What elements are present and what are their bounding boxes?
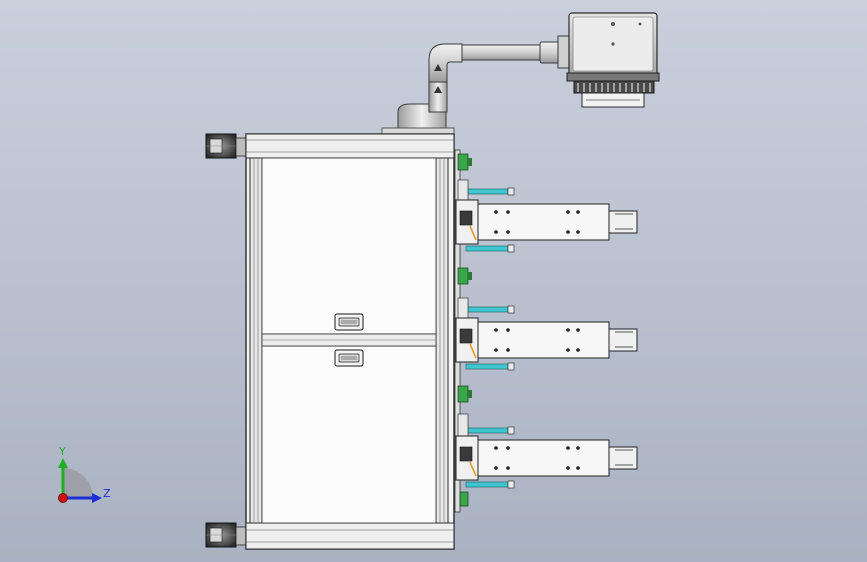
frame-right-post bbox=[435, 157, 449, 524]
piston-rod-end bbox=[608, 446, 638, 470]
frame-bottom-rail bbox=[245, 522, 455, 550]
arm-joint bbox=[539, 41, 561, 64]
upper-rod bbox=[465, 426, 515, 435]
arm-elbow bbox=[428, 43, 463, 83]
cylinder-module-3 bbox=[455, 385, 638, 507]
caster-bottom bbox=[205, 522, 249, 548]
cylinder-module-1 bbox=[455, 153, 638, 253]
bracket-block bbox=[457, 179, 469, 201]
arm-horizontal-tube bbox=[461, 44, 543, 61]
piston-rod-end bbox=[608, 210, 638, 234]
green-sensor bbox=[459, 491, 469, 507]
monitor-keypad bbox=[573, 80, 655, 94]
z-axis-label: Z bbox=[103, 487, 111, 500]
arrow-up-icon bbox=[434, 64, 442, 71]
door-handle-upper[interactable] bbox=[334, 313, 364, 331]
caster-top bbox=[205, 133, 249, 159]
upper-rod bbox=[465, 187, 515, 196]
cylinder-body bbox=[477, 203, 610, 241]
green-sensor bbox=[457, 267, 472, 285]
arrow-up-icon bbox=[434, 86, 442, 93]
monitor-bolt bbox=[611, 22, 615, 26]
monitor-bezel-bottom bbox=[566, 72, 660, 82]
cabinet-frame bbox=[245, 133, 455, 550]
monitor-bolt bbox=[638, 22, 642, 26]
bracket-block bbox=[457, 413, 469, 437]
lower-rod bbox=[465, 480, 515, 489]
bracket-block bbox=[457, 297, 469, 319]
hmi-arm bbox=[381, 35, 571, 135]
frame-left-post bbox=[249, 157, 263, 524]
arm-mount-bracket bbox=[557, 35, 571, 69]
y-axis-label: Y bbox=[58, 445, 66, 458]
z-axis-arrow-icon bbox=[92, 493, 102, 503]
monitor-bolt bbox=[611, 42, 615, 46]
piston-rod-end bbox=[608, 328, 638, 352]
frame-top-rail bbox=[245, 133, 455, 159]
green-sensor bbox=[457, 385, 472, 403]
cylinder-body bbox=[477, 321, 610, 359]
lower-rod bbox=[465, 362, 515, 371]
y-axis-arrow-icon bbox=[58, 458, 68, 468]
cylinder-module-2 bbox=[455, 267, 638, 371]
hmi-monitor bbox=[566, 12, 660, 108]
coordinate-triad: Y Z bbox=[58, 445, 111, 503]
origin-dot bbox=[58, 493, 68, 503]
upper-rod bbox=[465, 305, 515, 314]
door-handle-lower[interactable] bbox=[334, 349, 364, 367]
door-panel-lower[interactable] bbox=[261, 345, 437, 524]
arm-base-plate bbox=[381, 127, 455, 135]
lower-rod bbox=[465, 244, 515, 253]
door-panel-upper[interactable] bbox=[261, 157, 437, 335]
triad-quarter-disc bbox=[63, 468, 93, 498]
green-sensor bbox=[457, 153, 472, 171]
cylinder-body bbox=[477, 439, 610, 477]
